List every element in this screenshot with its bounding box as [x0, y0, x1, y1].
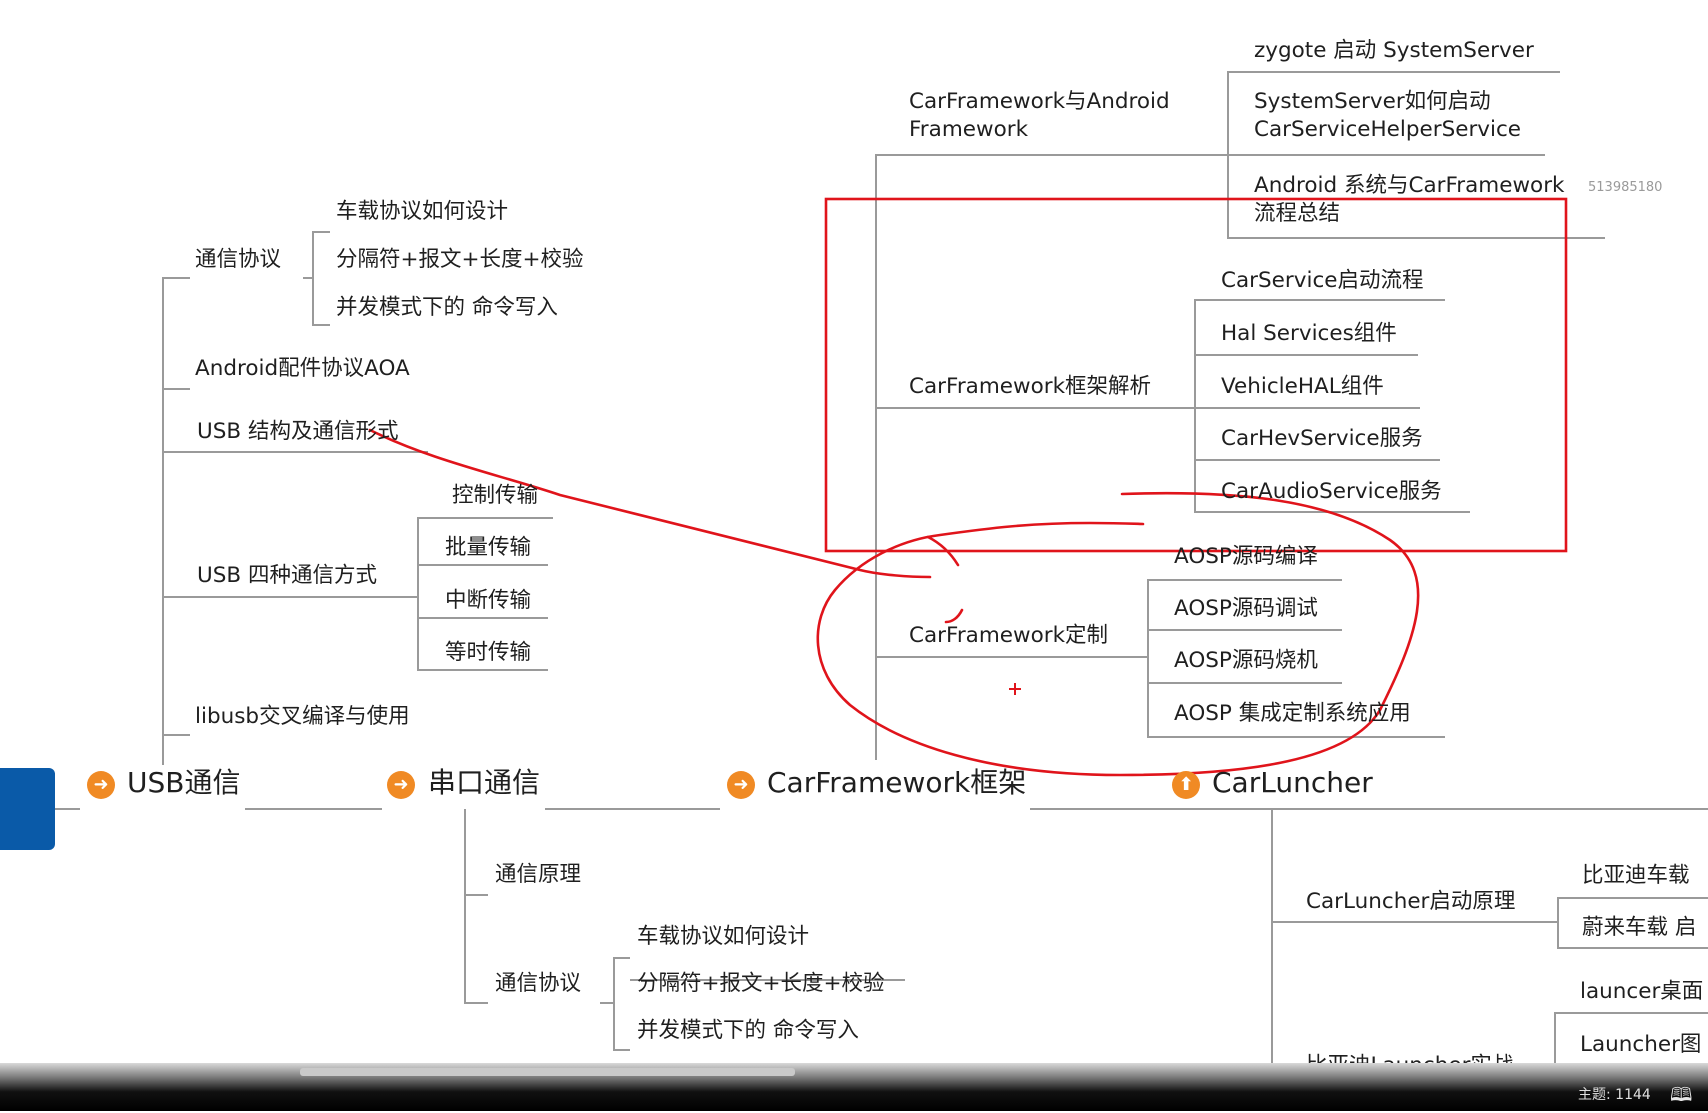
usb-protocol-child[interactable]: 车载协议如何设计	[336, 199, 509, 224]
serial-protocol-child[interactable]: 并发模式下的 命令写入	[637, 1018, 859, 1043]
usb-protocol-child[interactable]: 分隔符+报文+长度+校验	[336, 247, 584, 272]
usb-mode-item[interactable]: 中断传输	[445, 588, 532, 613]
arrow-right-circle-icon[interactable]: ➜	[727, 771, 755, 799]
topic-count-status: 主题: 1144	[1578, 1087, 1651, 1103]
arrow-right-circle-icon[interactable]: ➜	[87, 771, 115, 799]
cl-practice-child[interactable]: Launcher图	[1580, 1032, 1702, 1057]
serial-protocol-child[interactable]: 分隔符+报文+长度+校验	[637, 971, 885, 996]
scrollbar-thumb[interactable]	[300, 1068, 795, 1076]
usb-protocol-node[interactable]: 通信协议	[195, 247, 282, 272]
book-icon[interactable]: 🕮	[1670, 1084, 1693, 1106]
usb-structure-node[interactable]: USB 结构及通信形式	[197, 419, 399, 444]
usb-aoa-node[interactable]: Android配件协议AOA	[195, 356, 410, 381]
cl-boot-node[interactable]: CarLuncher启动原理	[1306, 889, 1516, 914]
cf-custom-child[interactable]: AOSP 集成定制系统应用	[1174, 701, 1411, 726]
cl-boot-child[interactable]: 比亚迪车载	[1582, 863, 1690, 888]
branch-carluncher[interactable]: CarLuncher	[1212, 766, 1373, 799]
branch-serial[interactable]: 串口通信	[428, 766, 541, 799]
cf-vs-android-child[interactable]: zygote 启动 SystemServer	[1254, 38, 1534, 63]
cl-practice-node[interactable]: 比亚迪Launcher实战	[1306, 1052, 1513, 1065]
cf-analysis-child[interactable]: CarHevService服务	[1221, 426, 1423, 451]
cf-analysis-child[interactable]: CarService启动流程	[1221, 268, 1424, 293]
cl-boot-child[interactable]: 蔚来车载 启	[1582, 915, 1697, 940]
watermark-text: 513985180	[1588, 180, 1663, 195]
arrow-up-circle-icon[interactable]: ⬆	[1172, 771, 1200, 799]
cl-practice-child[interactable]: launcer桌面	[1580, 979, 1704, 1004]
cf-custom-child[interactable]: AOSP源码调试	[1174, 596, 1318, 621]
usb-mode-item[interactable]: 批量传输	[445, 535, 532, 560]
root-node[interactable]	[0, 768, 55, 850]
branch-carframework[interactable]: CarFramework框架	[767, 766, 1027, 799]
serial-principle-node[interactable]: 通信原理	[495, 862, 582, 887]
cf-vs-android-child[interactable]: Android 系统与CarFramework 流程总结	[1254, 173, 1565, 226]
cf-analysis-child[interactable]: Hal Services组件	[1221, 321, 1397, 346]
usb-mode-item[interactable]: 控制传输	[452, 483, 539, 508]
cf-analysis-child[interactable]: CarAudioService服务	[1221, 479, 1442, 504]
arrow-right-circle-icon[interactable]: ➜	[387, 771, 415, 799]
cf-analysis-child[interactable]: VehicleHAL组件	[1221, 374, 1384, 399]
usb-four-modes-node[interactable]: USB 四种通信方式	[197, 563, 377, 588]
cf-analysis-node[interactable]: CarFramework框架解析	[909, 374, 1152, 399]
horizontal-scrollbar[interactable]	[0, 1063, 1708, 1111]
cf-custom-node[interactable]: CarFramework定制	[909, 623, 1109, 648]
cf-vs-android-node[interactable]: CarFramework与Android Framework	[909, 89, 1170, 142]
cf-vs-android-child[interactable]: SystemServer如何启动 CarServiceHelperService	[1254, 89, 1522, 142]
serial-protocol-child[interactable]: 车载协议如何设计	[637, 924, 810, 949]
usb-libusb-node[interactable]: libusb交叉编译与使用	[195, 704, 410, 729]
cf-custom-child[interactable]: AOSP源码编译	[1174, 544, 1318, 569]
usb-mode-item[interactable]: 等时传输	[445, 640, 532, 665]
usb-protocol-child[interactable]: 并发模式下的 命令写入	[336, 295, 558, 320]
branch-usb[interactable]: USB通信	[127, 766, 241, 799]
serial-protocol-node[interactable]: 通信协议	[495, 971, 582, 996]
cf-custom-child[interactable]: AOSP源码烧机	[1174, 648, 1318, 673]
